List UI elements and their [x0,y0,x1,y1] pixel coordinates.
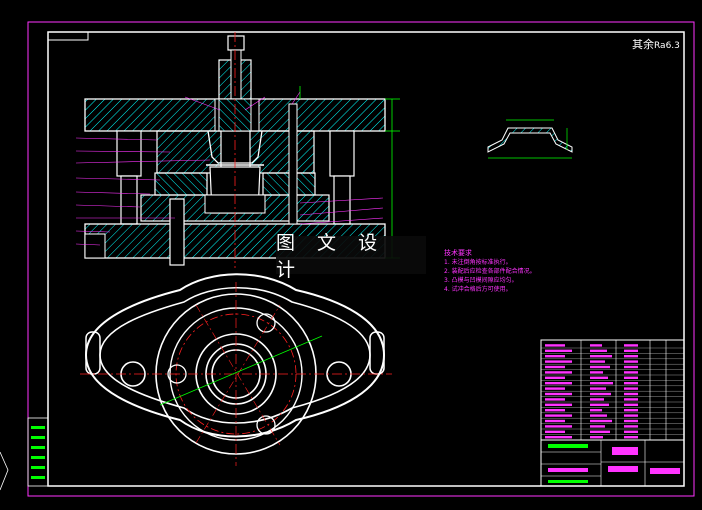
parts-row-name [545,349,572,352]
parts-row-spec [590,436,603,439]
parts-row-spec [590,365,610,369]
parts-row-name [545,344,565,347]
parts-row-spec [590,355,612,358]
tech-notes-title: 技术要求 [444,249,472,257]
parts-row-material [624,371,638,374]
roughness-label: 其余 [632,38,654,51]
leader-lines-left [75,91,301,246]
parts-row-name [545,376,565,379]
tech-note-1: 1. 未注倒角按标准执行。 [444,259,512,266]
parts-row-material [624,430,638,433]
parts-row-material [624,419,638,423]
parts-row-spec [590,387,606,390]
parts-row-material [624,344,638,347]
tech-note-4: 4. 试冲合格后方可使用。 [444,286,512,293]
plan-view [80,273,392,466]
parts-row-material [624,425,638,428]
roughness-value: Ra6.3 [654,41,680,51]
parts-row-name [545,371,572,374]
parts-row-material [624,414,638,417]
parts-row-spec [590,409,602,412]
parts-row-spec [590,344,602,347]
parts-list-rows [541,344,684,440]
parts-row-material [624,436,638,439]
parts-row-spec [590,403,609,406]
parts-row-spec [590,425,605,428]
inner-frame [47,31,685,487]
parts-row-material [624,360,638,363]
parts-row-material [624,365,638,369]
parts-row-material [624,355,638,358]
parts-row-spec [590,371,603,374]
parts-row-spec [590,398,604,401]
parts-row-name [545,365,565,369]
parts-row-spec [590,360,605,363]
parts-row-material [624,387,638,390]
parts-row-material [624,382,638,385]
parts-row-spec [590,414,607,417]
parts-row-spec [590,376,608,379]
parts-row-spec [590,349,607,352]
corner-mark [48,32,89,41]
parts-row-material [624,398,638,401]
parts-row-name [545,409,565,412]
left-revision-strip [0,417,49,491]
parts-row-name [545,436,572,439]
parts-row-material [624,392,638,396]
parts-row-name [545,419,565,423]
outer-frame [27,21,695,497]
parts-row-material [624,403,638,406]
parts-row-name [545,360,572,363]
parts-row-name [545,382,572,385]
parts-row-material [624,376,638,379]
parts-row-spec [590,430,610,433]
tech-note-3: 3. 凸模与凹模间隙应均匀。 [444,277,518,284]
parts-row-material [624,409,638,412]
parts-row-spec [590,392,611,396]
parts-row-name [545,430,565,433]
parts-row-name [545,392,572,396]
watermark: 图 文 设 计 [276,232,426,281]
parts-row-spec [590,382,613,385]
parts-row-name [545,414,572,417]
parts-row-name [545,398,565,401]
title-block [540,439,685,487]
parts-row-name [545,355,565,358]
leader-lines-right [299,197,384,225]
part-profile-view [487,119,573,159]
tech-note-2: 2. 装配后应检查各部件配合情况。 [444,268,536,275]
roughness-note: 其余Ra6.3 [632,36,680,52]
parts-row-name [545,403,572,406]
parts-row-name [545,425,572,428]
parts-row-name [545,387,565,390]
parts-row-material [624,349,638,352]
parts-row-spec [590,419,612,423]
